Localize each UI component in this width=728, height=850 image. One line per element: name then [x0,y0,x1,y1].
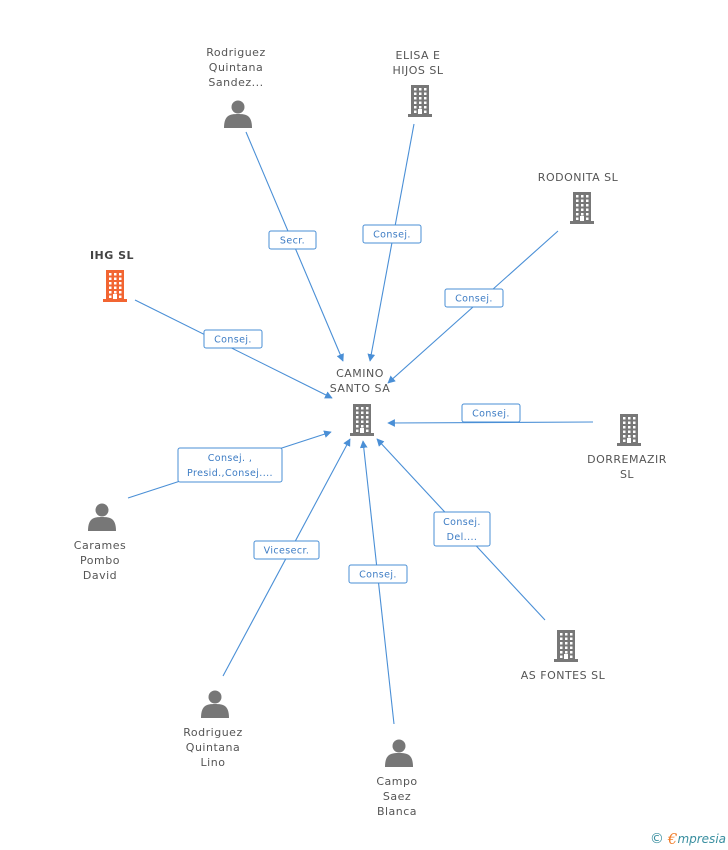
node-label-ihg: IHG SL [90,249,134,262]
edge-label-text: Consej.Del.... [443,517,481,543]
edge-label-text: Consej. [214,335,252,346]
edge-label-ihg[interactable]: Consej. [203,329,263,349]
edge-label-rodriguez_sandez[interactable]: Secr. [268,230,317,250]
edge-labels-layer: Secr. Consej. Consej. Consej. Consej. Consej.… [177,224,521,584]
brand-logo-mark: € [667,830,678,848]
edge-label-dorremazir[interactable]: Consej. [461,403,521,423]
edge-label-rodriguez_lino[interactable]: Vicesecr. [253,540,320,560]
building-icon [570,192,594,224]
edge-label-elisa[interactable]: Consej. [362,224,422,244]
edge-label-text: Consej. [359,570,397,581]
person-icon [88,503,116,531]
building-icon [103,270,127,302]
person-icon [201,690,229,718]
edge-ihg [134,299,333,399]
edge-label-rodonita[interactable]: Consej. [444,288,504,308]
brand-name: mpresia [677,832,726,846]
building-icon [617,414,641,446]
node-ihg[interactable]: IHG SL [90,249,134,302]
edge-label-asfontes[interactable]: Consej.Del.... [433,511,491,547]
edge-label-text: Secr. [280,236,305,247]
edge-label-text: Consej. [373,230,411,241]
building-icon [350,404,374,436]
node-label-rodonita: RODONITA SL [538,171,619,184]
node-asfontes[interactable]: AS FONTES SL [521,630,606,682]
edge-label-text: Consej. [472,409,510,420]
edge-label-carames[interactable]: Consej. ,Presid.,Consej.... [177,447,283,483]
node-label-asfontes: AS FONTES SL [521,669,606,682]
person-icon [224,100,252,128]
edge-label-text: Vicesecr. [264,546,310,557]
building-icon [554,630,578,662]
copyright-icon: © [649,831,664,847]
edge-label-campo[interactable]: Consej. [348,564,408,584]
footer: © € mpresia [650,830,726,848]
edge-label-text: Consej. [455,294,493,305]
edge-label-text: Consej. ,Presid.,Consej.... [187,453,273,479]
person-icon [385,739,413,767]
building-icon [408,85,432,117]
node-rodonita[interactable]: RODONITA SL [538,171,619,224]
